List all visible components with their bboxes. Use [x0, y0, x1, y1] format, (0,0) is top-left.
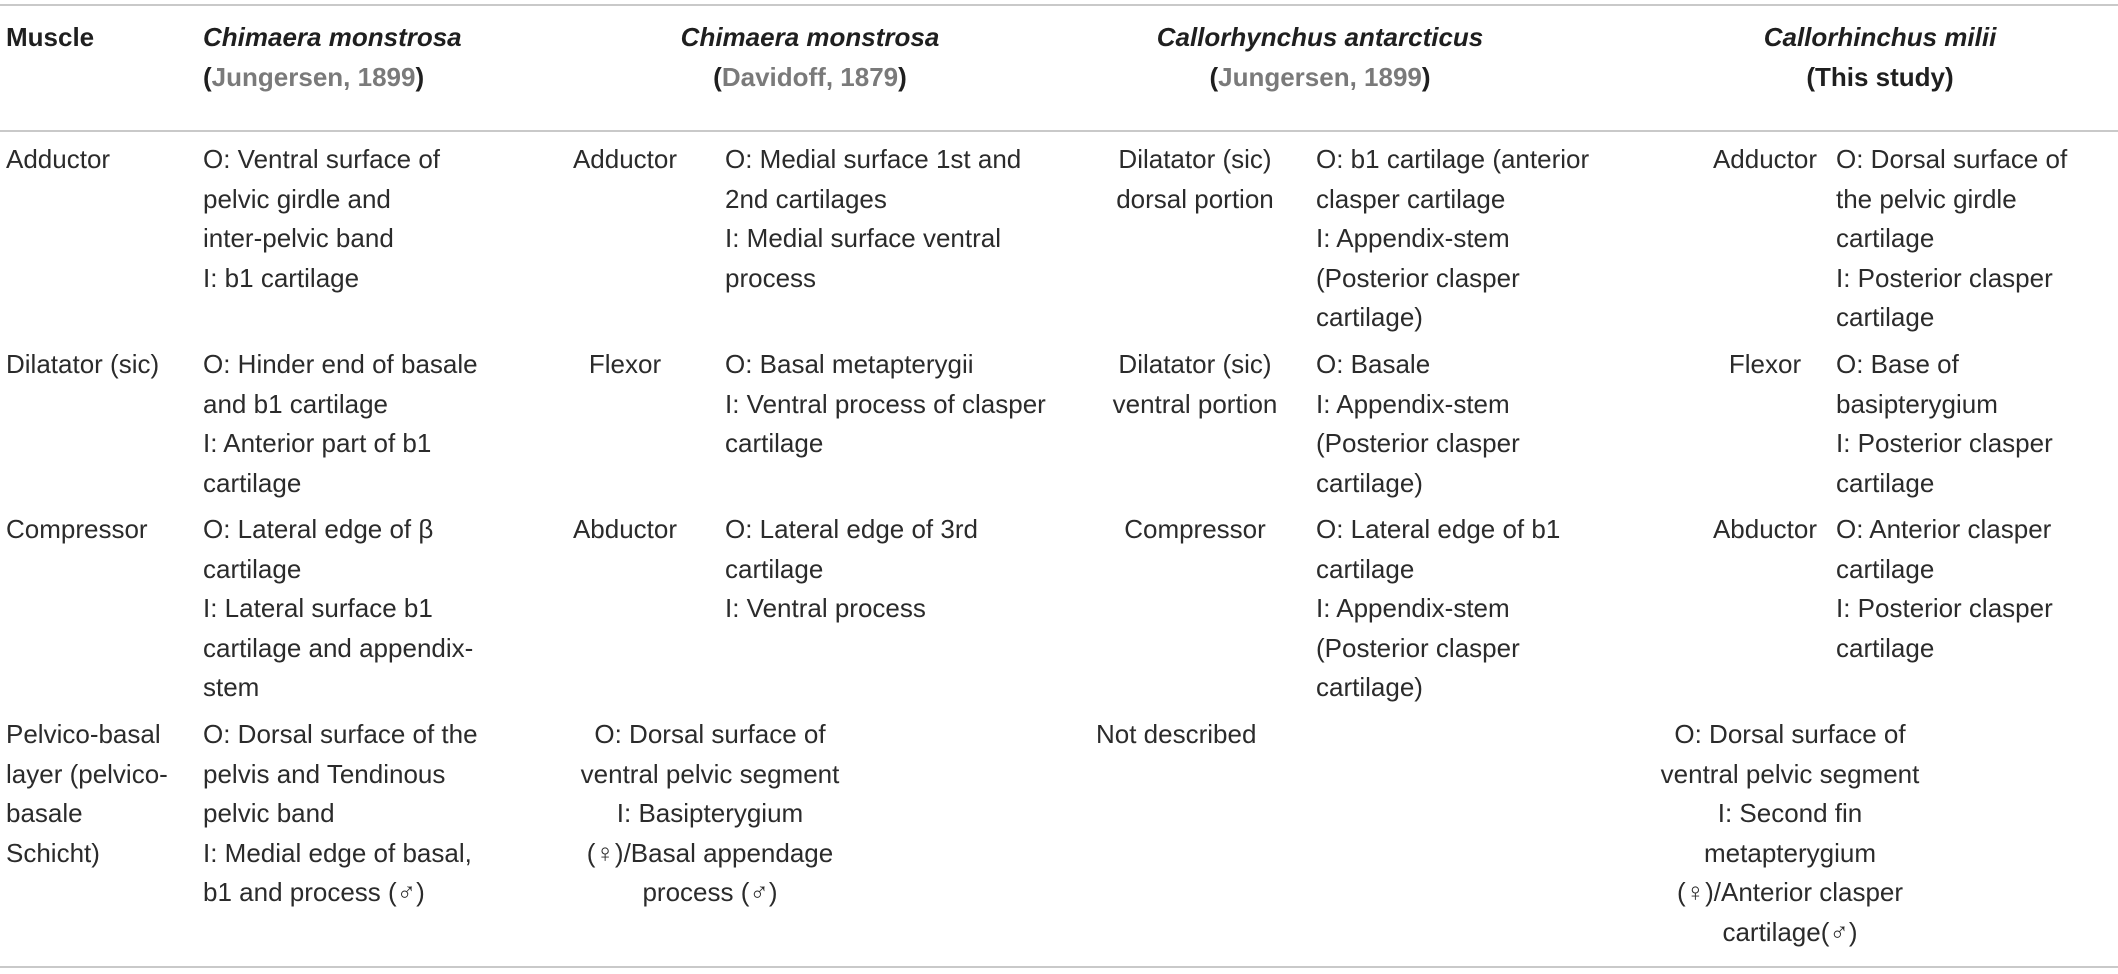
row-4-study-merged: O: Dorsal surface of ventral pelvic segm… — [1660, 719, 1920, 947]
row-1-davidoff-description: O: Medial surface 1st and 2nd cartilages… — [725, 144, 1022, 293]
row-3-davidoff-description: O: Lateral edge of 3rd cartilage I: Vent… — [725, 514, 978, 623]
header-col-davidoff-chimaera: Chimaera monstrosa (Davidoff, 1879) — [680, 22, 940, 92]
table-bottom-rule — [0, 966, 2118, 968]
row-4-davidoff-merged: O: Dorsal surface of ventral pelvic segm… — [580, 719, 840, 907]
row-2-davidoff-description: O: Basal metapterygii I: Ventral process… — [725, 349, 1046, 458]
row-4-jungersen-chimaera: O: Dorsal surface of the pelvis and Tend… — [203, 719, 478, 907]
row-3-study-muscle: Abductor — [1712, 514, 1818, 544]
row-4-muscle: Pelvico-basal layer (pelvico- basale Sch… — [6, 719, 168, 868]
row-2-jungersen-callorhynchus-muscle: Dilatator (sic) ventral portion — [1112, 349, 1278, 419]
row-3-study-description: O: Anterior clasper cartilage I: Posteri… — [1836, 514, 2053, 663]
header-muscle: Muscle — [6, 22, 95, 52]
row-3-jungersen-callorhynchus-muscle: Compressor — [1124, 514, 1266, 544]
row-3-davidoff-muscle: Abductor — [572, 514, 678, 544]
row-3-muscle: Compressor — [6, 514, 148, 544]
row-2-jungersen-callorhynchus-description: O: Basale I: Appendix-stem (Posterior cl… — [1316, 349, 1520, 498]
header-col-jungersen-callorhynchus: Callorhynchus antarcticus (Jungersen, 18… — [1156, 22, 1484, 92]
row-3-jungersen-callorhynchus-description: O: Lateral edge of b1 cartilage I: Appen… — [1316, 514, 1561, 702]
row-1-jungersen-callorhynchus-description: O: b1 cartilage (anterior clasper cartil… — [1316, 144, 1590, 332]
citation-link[interactable]: Jungersen, 1899 — [211, 61, 416, 92]
row-1-study-muscle: Adductor — [1712, 144, 1818, 174]
header-col-jungersen-chimaera: Chimaera monstrosa (Jungersen, 1899) — [203, 22, 462, 92]
row-1-study-description: O: Dorsal surface of the pelvic girdle c… — [1836, 144, 2068, 332]
row-2-jungersen-chimaera: O: Hinder end of basale and b1 cartilage… — [203, 349, 478, 498]
table-top-rule — [0, 4, 2118, 6]
row-1-muscle: Adductor — [6, 144, 111, 174]
row-2-study-description: O: Base of basipterygium I: Posterior cl… — [1836, 349, 2053, 498]
row-1-jungersen-chimaera: O: Ventral surface of pelvic girdle and … — [203, 144, 441, 293]
citation-link[interactable]: Davidoff, 1879 — [721, 61, 899, 92]
row-1-davidoff-muscle: Adductor — [572, 144, 678, 174]
table-header-rule — [0, 130, 2118, 132]
row-2-study-muscle: Flexor — [1728, 349, 1802, 379]
row-2-muscle: Dilatator (sic) — [6, 349, 160, 379]
row-4-jungersen-callorhynchus-merged: Not described — [1096, 719, 1257, 749]
row-2-davidoff-muscle: Flexor — [588, 349, 662, 379]
row-1-jungersen-callorhynchus-muscle: Dilatator (sic) dorsal portion — [1116, 144, 1274, 214]
row-3-jungersen-chimaera: O: Lateral edge of β cartilage I: Latera… — [203, 514, 474, 702]
header-col-this-study: Callorhinchus milii (This study) — [1763, 22, 1997, 92]
citation-link[interactable]: Jungersen, 1899 — [1218, 61, 1422, 92]
